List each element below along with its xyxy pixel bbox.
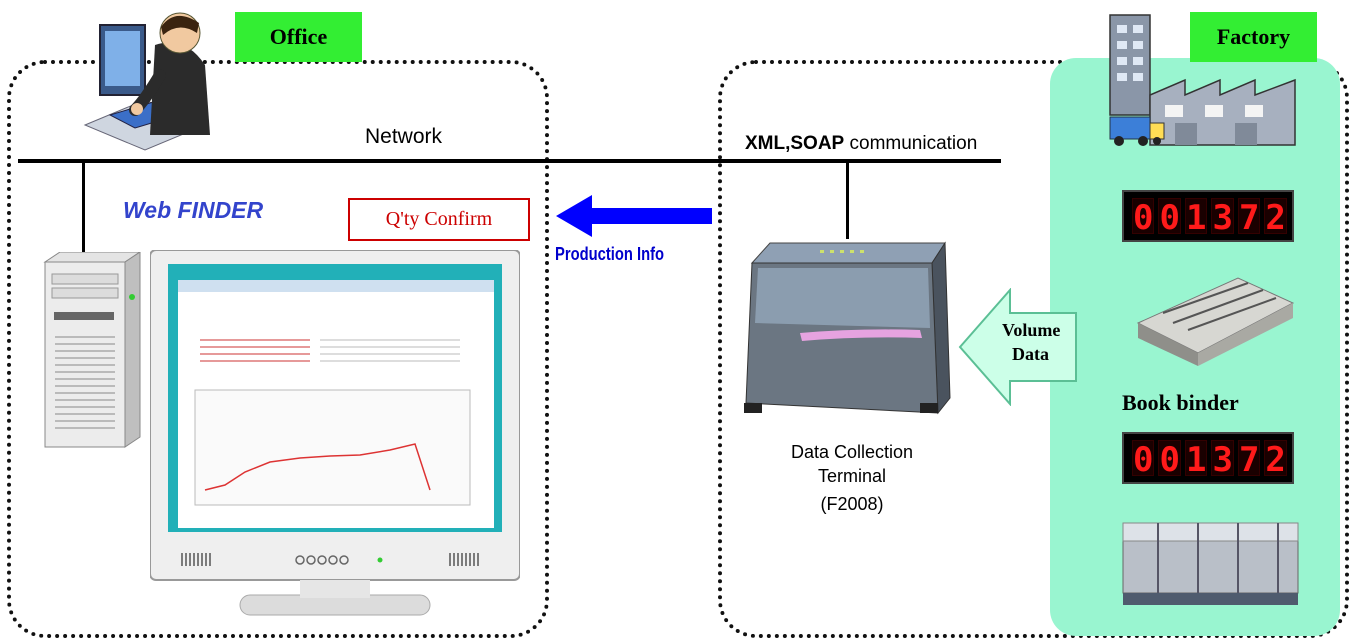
counter-digit: 2: [1264, 440, 1287, 480]
data-collection-terminal: [744, 241, 951, 415]
counter-digit: 2: [1264, 198, 1287, 238]
factory-zone: [718, 60, 1349, 638]
qty-confirm-box: Q'ty Confirm: [348, 198, 530, 241]
counter-digit: 1: [1184, 440, 1208, 480]
counter-digit: 0: [1132, 440, 1155, 480]
counter-digit: 1: [1184, 198, 1208, 238]
terminal-caption-line2: Terminal: [817, 466, 887, 486]
volume-data-label-line1: Volume: [1002, 320, 1061, 340]
network-label: Network: [365, 125, 443, 148]
book-binder-machine-bottom: [1122, 522, 1299, 605]
counter-digit: 7: [1237, 440, 1261, 480]
counter-digit: 3: [1211, 198, 1234, 238]
office-zone: [7, 60, 549, 638]
comm-label-rest: communication: [844, 133, 978, 154]
counter-digit: 0: [1132, 198, 1155, 238]
counter-digit: 0: [1158, 440, 1181, 480]
factory-buildings-illustration: [1109, 14, 1296, 146]
factory-tag: Factory: [1190, 12, 1317, 62]
web-finder-label: Web FINDER: [123, 197, 264, 223]
book-binder-machine-top: [1136, 277, 1295, 366]
volume-data-arrow: [958, 288, 1077, 406]
production-info-label: Production Info: [555, 244, 665, 264]
office-tag: Office: [235, 12, 362, 62]
counter-digit: 7: [1237, 198, 1261, 238]
production-counter-top: 0 0 1 3 7 2: [1122, 190, 1294, 242]
production-info-arrow: [556, 195, 712, 237]
terminal-caption-line3: (F2008): [820, 494, 884, 514]
server-tower: [43, 252, 141, 448]
monitor: [150, 250, 520, 616]
book-binder-label: Book binder: [1122, 390, 1239, 415]
terminal-caption-line1: Data Collection: [790, 442, 914, 462]
office-worker-illustration: [83, 12, 210, 151]
production-counter-bottom: 0 0 1 3 7 2: [1122, 432, 1294, 484]
counter-digit: 3: [1211, 440, 1234, 480]
comm-label-bold: XML,SOAP: [745, 133, 845, 154]
network-line: [18, 159, 1001, 163]
comm-label: XML,SOAP communication: [745, 133, 977, 155]
counter-digit: 0: [1158, 198, 1181, 238]
server-drop-line: [82, 161, 85, 253]
terminal-drop-line: [846, 161, 849, 239]
volume-data-label-line2: Data: [1012, 344, 1049, 364]
